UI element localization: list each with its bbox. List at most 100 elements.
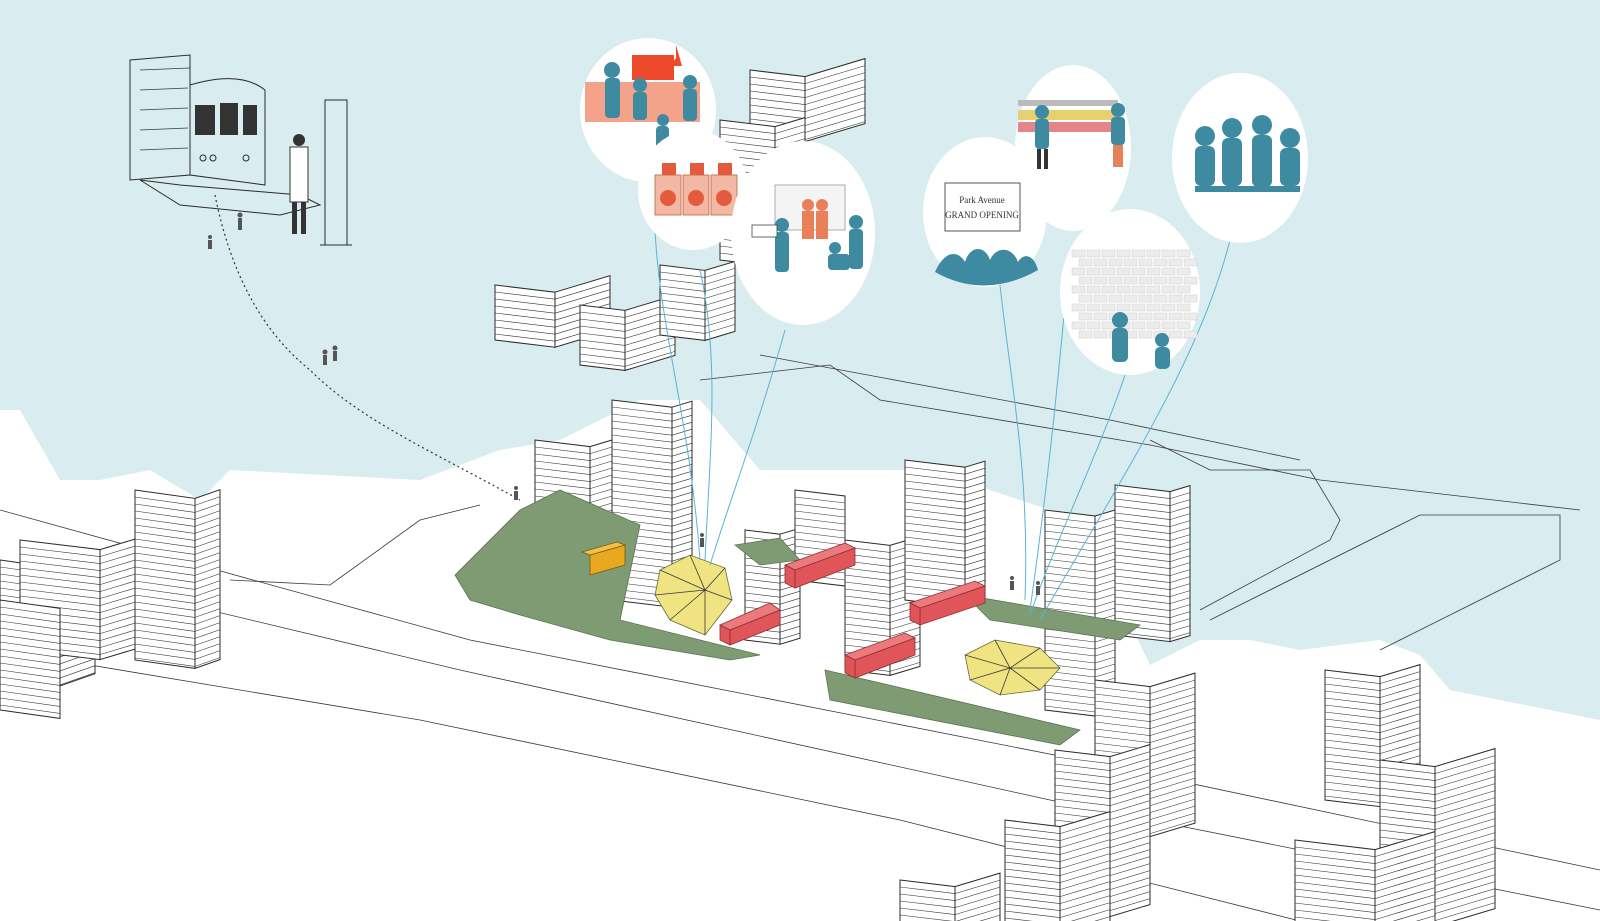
red-pavilion-1 (719, 602, 781, 646)
brick (1153, 276, 1168, 285)
sign-line-1: Park Avenue (959, 195, 1005, 205)
brick (1146, 303, 1161, 312)
walking-path-dotted (214, 194, 521, 501)
brick (1093, 258, 1108, 267)
office-workshop-vignette (731, 141, 875, 325)
brick (1101, 267, 1116, 276)
brick (1123, 258, 1138, 267)
red-pavilion-4 (908, 580, 987, 626)
brick (1138, 312, 1153, 321)
crystal-pavilion-right (964, 639, 1061, 696)
brick (1123, 294, 1138, 303)
brick (1086, 303, 1101, 312)
retail-shelf-vignette (1015, 65, 1131, 231)
brick (1176, 321, 1191, 330)
brick (1168, 312, 1183, 321)
brick (1146, 249, 1161, 258)
brick (1176, 303, 1191, 312)
tower-12 (1114, 484, 1191, 643)
tower-16 (899, 872, 1001, 921)
brick (1183, 258, 1198, 267)
brick (1161, 267, 1176, 276)
brick (1161, 285, 1176, 294)
brick (1116, 285, 1131, 294)
brick (1183, 312, 1198, 321)
brick (1176, 249, 1191, 258)
brick (1153, 312, 1168, 321)
brick (1078, 294, 1093, 303)
brick (1146, 285, 1161, 294)
crystal-pavilion-left (654, 554, 733, 636)
brick (1138, 330, 1153, 339)
brick (1146, 321, 1161, 330)
brick (1071, 285, 1086, 294)
brick (1093, 294, 1108, 303)
brick (1108, 258, 1123, 267)
brick (1078, 276, 1093, 285)
brick (1138, 294, 1153, 303)
brick (1131, 321, 1146, 330)
brick (1116, 303, 1131, 312)
brick (1131, 303, 1146, 312)
brick (1101, 285, 1116, 294)
brick (1086, 249, 1101, 258)
brick (1168, 276, 1183, 285)
brick (1071, 249, 1086, 258)
brick (1086, 321, 1101, 330)
pedestrian-figures (208, 212, 1040, 595)
brick (1161, 249, 1176, 258)
red-pavilion-2 (783, 542, 857, 589)
red-pavilion-3 (843, 632, 917, 679)
community-meeting-vignette (1172, 73, 1308, 243)
brick (1146, 267, 1161, 276)
brick (1168, 330, 1183, 339)
brick (1176, 285, 1191, 294)
brick (1078, 330, 1093, 339)
brick (1116, 249, 1131, 258)
brick (1123, 276, 1138, 285)
brick (1086, 267, 1101, 276)
tower-10 (904, 459, 986, 608)
tower-22 (659, 260, 736, 342)
brick (1078, 312, 1093, 321)
brick (1183, 294, 1198, 303)
brick (1093, 312, 1108, 321)
brick (1078, 258, 1093, 267)
brick (1071, 321, 1086, 330)
brick (1086, 285, 1101, 294)
brick (1168, 294, 1183, 303)
brick (1183, 276, 1198, 285)
brick (1116, 267, 1131, 276)
brick (1138, 258, 1153, 267)
green-plaza (454, 489, 1141, 746)
brick (1071, 303, 1086, 312)
brick (1176, 267, 1191, 276)
sign-line-2: GRAND OPENING (945, 210, 1019, 220)
brick (1131, 267, 1146, 276)
tower-19 (1294, 830, 1436, 921)
brick (1101, 303, 1116, 312)
brick (1131, 249, 1146, 258)
brick (1108, 294, 1123, 303)
tower-blocks (0, 57, 1496, 921)
brick (1108, 276, 1123, 285)
tower-15 (1004, 810, 1111, 921)
tower-4 (134, 488, 221, 670)
brick (1161, 303, 1176, 312)
brick (1071, 267, 1086, 276)
brick (1183, 330, 1198, 339)
laundromat-vignette (638, 130, 748, 250)
subway-car-sketch (129, 54, 352, 246)
balloon-strings (654, 229, 1231, 621)
brick (1153, 294, 1168, 303)
brick (1093, 330, 1108, 339)
brick (1101, 249, 1116, 258)
grand-opening-vignette: Park Avenue GRAND OPENING (923, 137, 1047, 287)
library-reading-vignette (1060, 209, 1200, 375)
orange-pavilion (580, 541, 627, 576)
brick (1093, 276, 1108, 285)
brick (1138, 276, 1153, 285)
brick (1131, 285, 1146, 294)
